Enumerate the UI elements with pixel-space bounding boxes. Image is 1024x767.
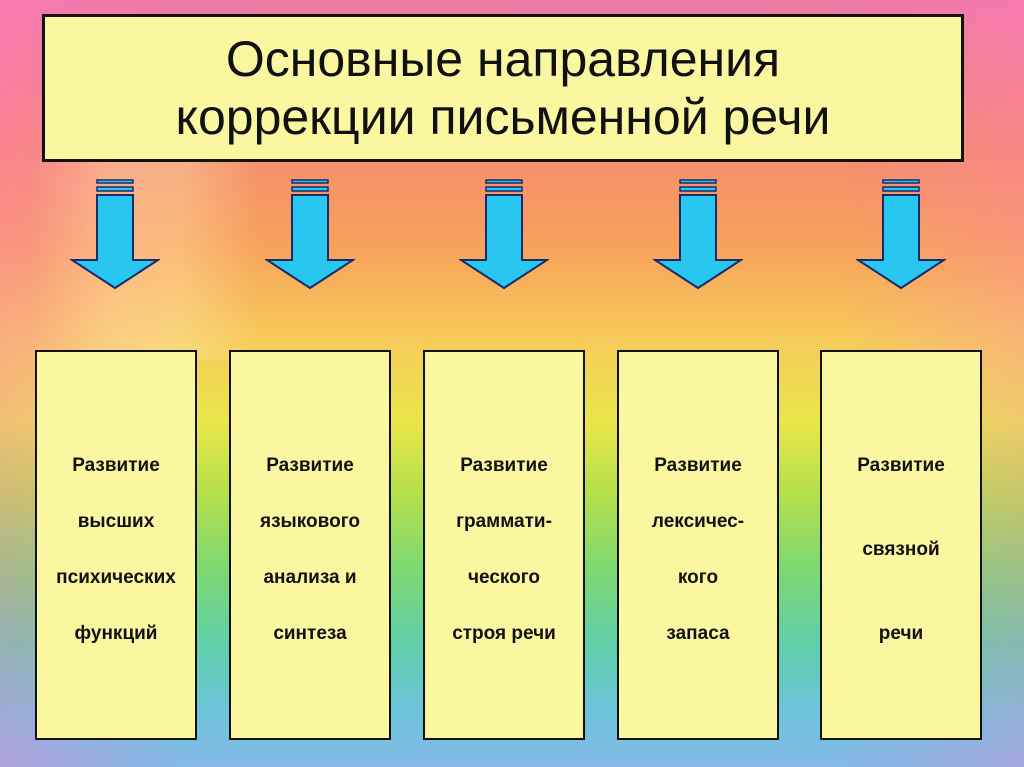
title-line-1: Основные направления <box>225 31 781 87</box>
down-arrow-icon <box>459 179 549 290</box>
down-arrow-icon <box>653 179 743 290</box>
card-line: высших <box>77 511 155 532</box>
card-line: языкового <box>260 511 360 532</box>
card-line: анализа и <box>263 567 357 588</box>
down-arrow-icon <box>70 179 160 290</box>
card-line: синтеза <box>273 623 347 644</box>
card-line: Развитие <box>72 455 160 476</box>
card-line: строя речи <box>452 623 556 644</box>
card-line: лексичес- <box>651 511 745 532</box>
card-line: Развитие <box>460 455 548 476</box>
card-line: Развитие <box>857 455 945 476</box>
card-line: функций <box>74 623 158 644</box>
down-arrow-icon <box>265 179 355 290</box>
down-arrow-icon <box>856 179 946 290</box>
title-line-2: коррекции письменной речи <box>175 89 831 145</box>
card-higher-mental-functions: Развитие высших психических функций <box>35 350 197 740</box>
card-line: психических <box>56 567 176 588</box>
card-line: Развитие <box>654 455 742 476</box>
card-line: Развитие <box>266 455 354 476</box>
card-language-analysis: Развитие языкового анализа и синтеза <box>229 350 391 740</box>
card-grammar: Развитие граммати- ческого строя речи <box>423 350 585 740</box>
title-box: Основные направления коррекции письменно… <box>42 14 964 162</box>
card-coherent-speech: Развитие связной речи <box>820 350 982 740</box>
card-line: речи <box>878 623 924 644</box>
card-line: граммати- <box>456 511 552 532</box>
card-line: ческого <box>467 567 541 588</box>
card-line: кого <box>677 567 719 588</box>
card-line: связной <box>862 539 940 560</box>
card-vocabulary: Развитие лексичес- кого запаса <box>617 350 779 740</box>
card-line: запаса <box>666 623 730 644</box>
